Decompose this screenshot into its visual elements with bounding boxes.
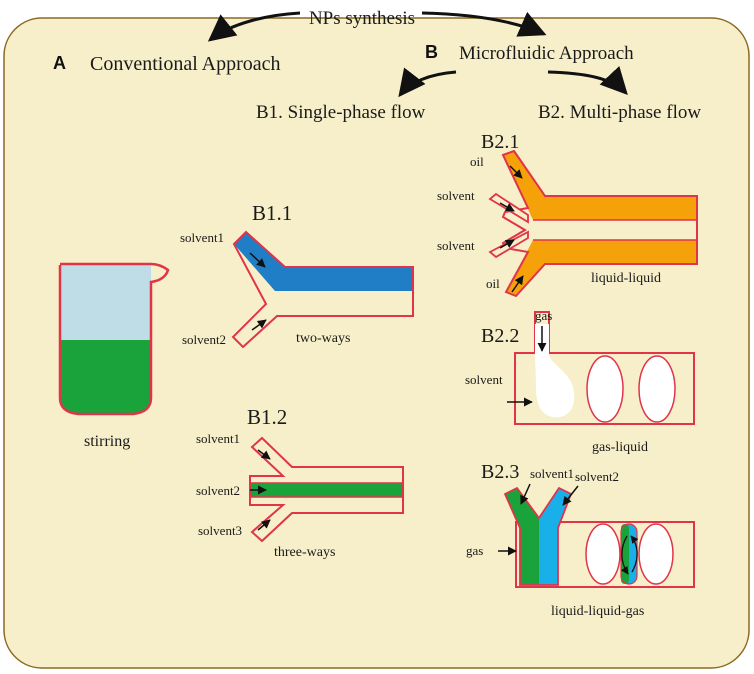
b21-oil-bottom: oil (486, 276, 500, 291)
b12-solvent2: solvent2 (196, 483, 240, 498)
b11-solvent2: solvent2 (182, 332, 226, 347)
b21-arrow-oil-top (509, 165, 523, 179)
b11-solvent1: solvent1 (180, 230, 224, 245)
b11-channel (231, 230, 414, 349)
b21-solvent-a: solvent (437, 188, 475, 203)
b12-arrow-1 (257, 449, 271, 460)
beaker (58, 262, 170, 416)
b22-channel (514, 311, 695, 425)
b12-caption: three-ways (274, 545, 335, 560)
b21-label: B2.1 (481, 131, 519, 153)
b22-caption: gas-liquid (592, 440, 648, 455)
arrow-to-conventional (207, 11, 301, 42)
b11-caption: two-ways (296, 331, 350, 346)
multi-phase-title: B2. Multi-phase flow (538, 102, 701, 123)
b23-caption: liquid-liquid-gas (551, 604, 644, 619)
b12-solvent3: solvent3 (198, 523, 242, 538)
b12-arrow-3 (257, 519, 271, 531)
arrow-to-multi-phase (547, 66, 628, 95)
arrow-to-microfluidic (421, 11, 547, 37)
b23-arrow-solvent1 (520, 483, 531, 505)
b23-solvent2: solvent2 (575, 469, 619, 484)
b23-label: B2.3 (481, 461, 519, 483)
b22-label: B2.2 (481, 325, 519, 347)
single-phase-title: B1. Single-phase flow (256, 102, 426, 123)
top-title: NPs synthesis (309, 8, 415, 29)
b11-arrow-2 (251, 319, 267, 331)
b22-gas: gas (535, 308, 552, 323)
b12-solvent1: solvent1 (196, 431, 240, 446)
panel-a-letter: A (53, 53, 66, 73)
b12-label: B1.2 (247, 405, 287, 429)
b12-channel (249, 436, 404, 543)
b21-oil-top: oil (470, 154, 484, 169)
panel-b-title: Microfluidic Approach (459, 43, 634, 64)
b21-arrow-solvent-a (499, 202, 515, 212)
b23-arrow-solvent2 (562, 485, 579, 506)
b21-caption: liquid-liquid (591, 271, 661, 286)
stirring-caption: stirring (84, 433, 130, 450)
arrow-to-single-phase (398, 67, 457, 98)
b21-solvent-b: solvent (437, 238, 475, 253)
b21-channel (488, 149, 698, 298)
b11-label: B1.1 (252, 201, 292, 225)
b21-arrow-solvent-b (499, 239, 515, 249)
b21-arrow-oil-bottom (511, 275, 524, 293)
b11-arrow-1 (249, 252, 266, 268)
b23-solvent1: solvent1 (530, 466, 574, 481)
b22-solvent: solvent (465, 372, 503, 387)
panel-a-title: Conventional Approach (90, 53, 281, 75)
panel-b-letter: B (425, 42, 438, 62)
b23-gas: gas (466, 543, 483, 558)
b23-channel (503, 486, 695, 588)
